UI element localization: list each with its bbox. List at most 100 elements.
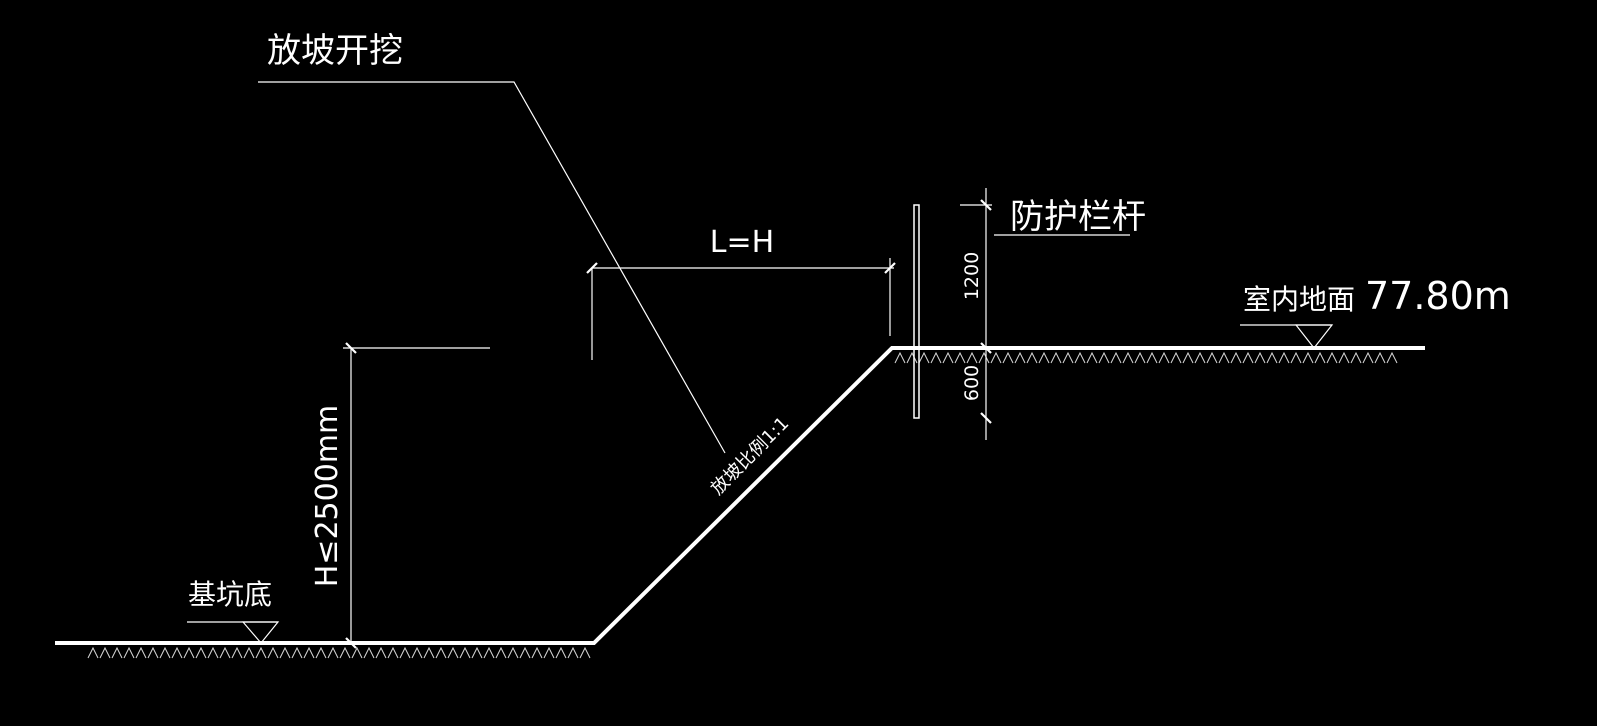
earth-hatch-mark	[555, 646, 567, 659]
earth-hatch-mark	[942, 351, 954, 364]
earth-hatch-mark	[1110, 351, 1122, 364]
earth-hatch-mark	[279, 646, 291, 659]
earth-hatch-mark	[978, 351, 990, 364]
indoor-floor-hatching	[894, 351, 1398, 364]
earth-hatch-mark	[1326, 351, 1338, 364]
horizontal-tick-left	[586, 262, 598, 274]
guardrail-label: 防护栏杆	[1010, 197, 1146, 237]
earth-hatch-mark	[1218, 351, 1230, 364]
earth-hatch-mark	[1146, 351, 1158, 364]
guardrail-height-above: 1200	[961, 252, 983, 300]
earth-hatch-mark	[303, 646, 315, 659]
earth-hatch-mark	[1362, 351, 1374, 364]
earth-hatch-mark	[930, 351, 942, 364]
earth-hatch-mark	[111, 646, 123, 659]
guardrail-tick-bottom	[980, 412, 992, 424]
earth-hatch-mark	[399, 646, 411, 659]
slope-excavation-leader	[258, 81, 726, 454]
earth-hatch-mark	[1170, 351, 1182, 364]
earth-hatch-mark	[255, 646, 267, 659]
height-dimension-label: H≤2500mm	[310, 405, 345, 588]
earth-hatch-mark	[123, 646, 135, 659]
indoor-floor-level-mark: 室内地面 77.80m	[1240, 274, 1511, 349]
earth-hatch-mark	[1374, 351, 1386, 364]
earth-hatch-mark	[459, 646, 471, 659]
earth-hatch-mark	[483, 646, 495, 659]
guardrail-tick-middle	[980, 342, 992, 354]
earth-hatch-mark	[1230, 351, 1242, 364]
earth-hatch-mark	[267, 646, 279, 659]
earth-hatch-mark	[423, 646, 435, 659]
earth-hatch-mark	[906, 351, 918, 364]
earth-hatch-mark	[1122, 351, 1134, 364]
earth-hatch-mark	[1134, 351, 1146, 364]
earth-hatch-mark	[1266, 351, 1278, 364]
earth-hatch-mark	[1098, 351, 1110, 364]
earth-hatch-mark	[1194, 351, 1206, 364]
earth-hatch-mark	[351, 646, 363, 659]
earth-hatch-mark	[99, 646, 111, 659]
earth-hatch-mark	[339, 646, 351, 659]
triangle-down-icon	[241, 621, 280, 644]
pit-bottom-level-mark: 基坑底	[187, 578, 280, 644]
earth-hatch-mark	[1086, 351, 1098, 364]
earth-hatch-mark	[966, 351, 978, 364]
horizontal-tick-right	[884, 262, 896, 274]
earth-hatch-mark	[894, 351, 906, 364]
horizontal-dimension: L=H	[586, 225, 896, 360]
earth-hatch-mark	[1026, 351, 1038, 364]
earth-hatch-mark	[1206, 351, 1218, 364]
earth-hatch-mark	[990, 351, 1002, 364]
ground-profile	[55, 346, 1425, 645]
earth-hatch-mark	[219, 646, 231, 659]
indoor-elevation-value: 77.80m	[1365, 274, 1511, 318]
earth-hatch-mark	[183, 646, 195, 659]
earth-hatch-mark	[243, 646, 255, 659]
earth-hatch-mark	[507, 646, 519, 659]
earth-hatch-mark	[1350, 351, 1362, 364]
earth-hatch-mark	[447, 646, 459, 659]
earth-hatch-mark	[954, 351, 966, 364]
earth-hatch-mark	[375, 646, 387, 659]
pit-bottom-label: 基坑底	[188, 578, 272, 611]
earth-hatch-mark	[159, 646, 171, 659]
earth-hatch-mark	[1074, 351, 1086, 364]
earth-hatch-mark	[1002, 351, 1014, 364]
earth-hatch-mark	[495, 646, 507, 659]
earth-hatch-mark	[315, 646, 327, 659]
earth-hatch-mark	[435, 646, 447, 659]
earth-hatch-mark	[207, 646, 219, 659]
earth-hatch-mark	[147, 646, 159, 659]
indoor-floor-label: 室内地面	[1243, 283, 1355, 316]
pit-bottom-hatching	[87, 646, 591, 659]
earth-hatch-mark	[87, 646, 99, 659]
earth-hatch-mark	[1050, 351, 1062, 364]
earth-hatch-mark	[543, 646, 555, 659]
earth-hatch-mark	[918, 351, 930, 364]
triangle-down-icon	[1294, 324, 1334, 349]
earth-hatch-mark	[567, 646, 579, 659]
earth-hatch-mark	[519, 646, 531, 659]
earth-hatch-mark	[1314, 351, 1326, 364]
earth-hatch-mark	[411, 646, 423, 659]
earth-hatch-mark	[171, 646, 183, 659]
slope-excavation-label: 放坡开挖	[267, 31, 403, 71]
guardrail-post	[913, 204, 920, 419]
earth-hatch-mark	[1302, 351, 1314, 364]
earth-hatch-mark	[471, 646, 483, 659]
earth-hatch-mark	[363, 646, 375, 659]
earth-hatch-mark	[1386, 351, 1398, 364]
earth-hatch-mark	[1242, 351, 1254, 364]
height-tick-top	[345, 342, 357, 354]
earth-hatch-mark	[1338, 351, 1350, 364]
earth-hatch-mark	[579, 646, 591, 659]
earth-hatch-mark	[1290, 351, 1302, 364]
earth-hatch-mark	[231, 646, 243, 659]
earth-hatch-mark	[327, 646, 339, 659]
earth-hatch-mark	[1254, 351, 1266, 364]
height-dimension: H≤2500mm	[310, 342, 490, 649]
earth-hatch-mark	[135, 646, 147, 659]
guardrail-dimension: 1200 600	[960, 188, 992, 440]
earth-hatch-mark	[531, 646, 543, 659]
